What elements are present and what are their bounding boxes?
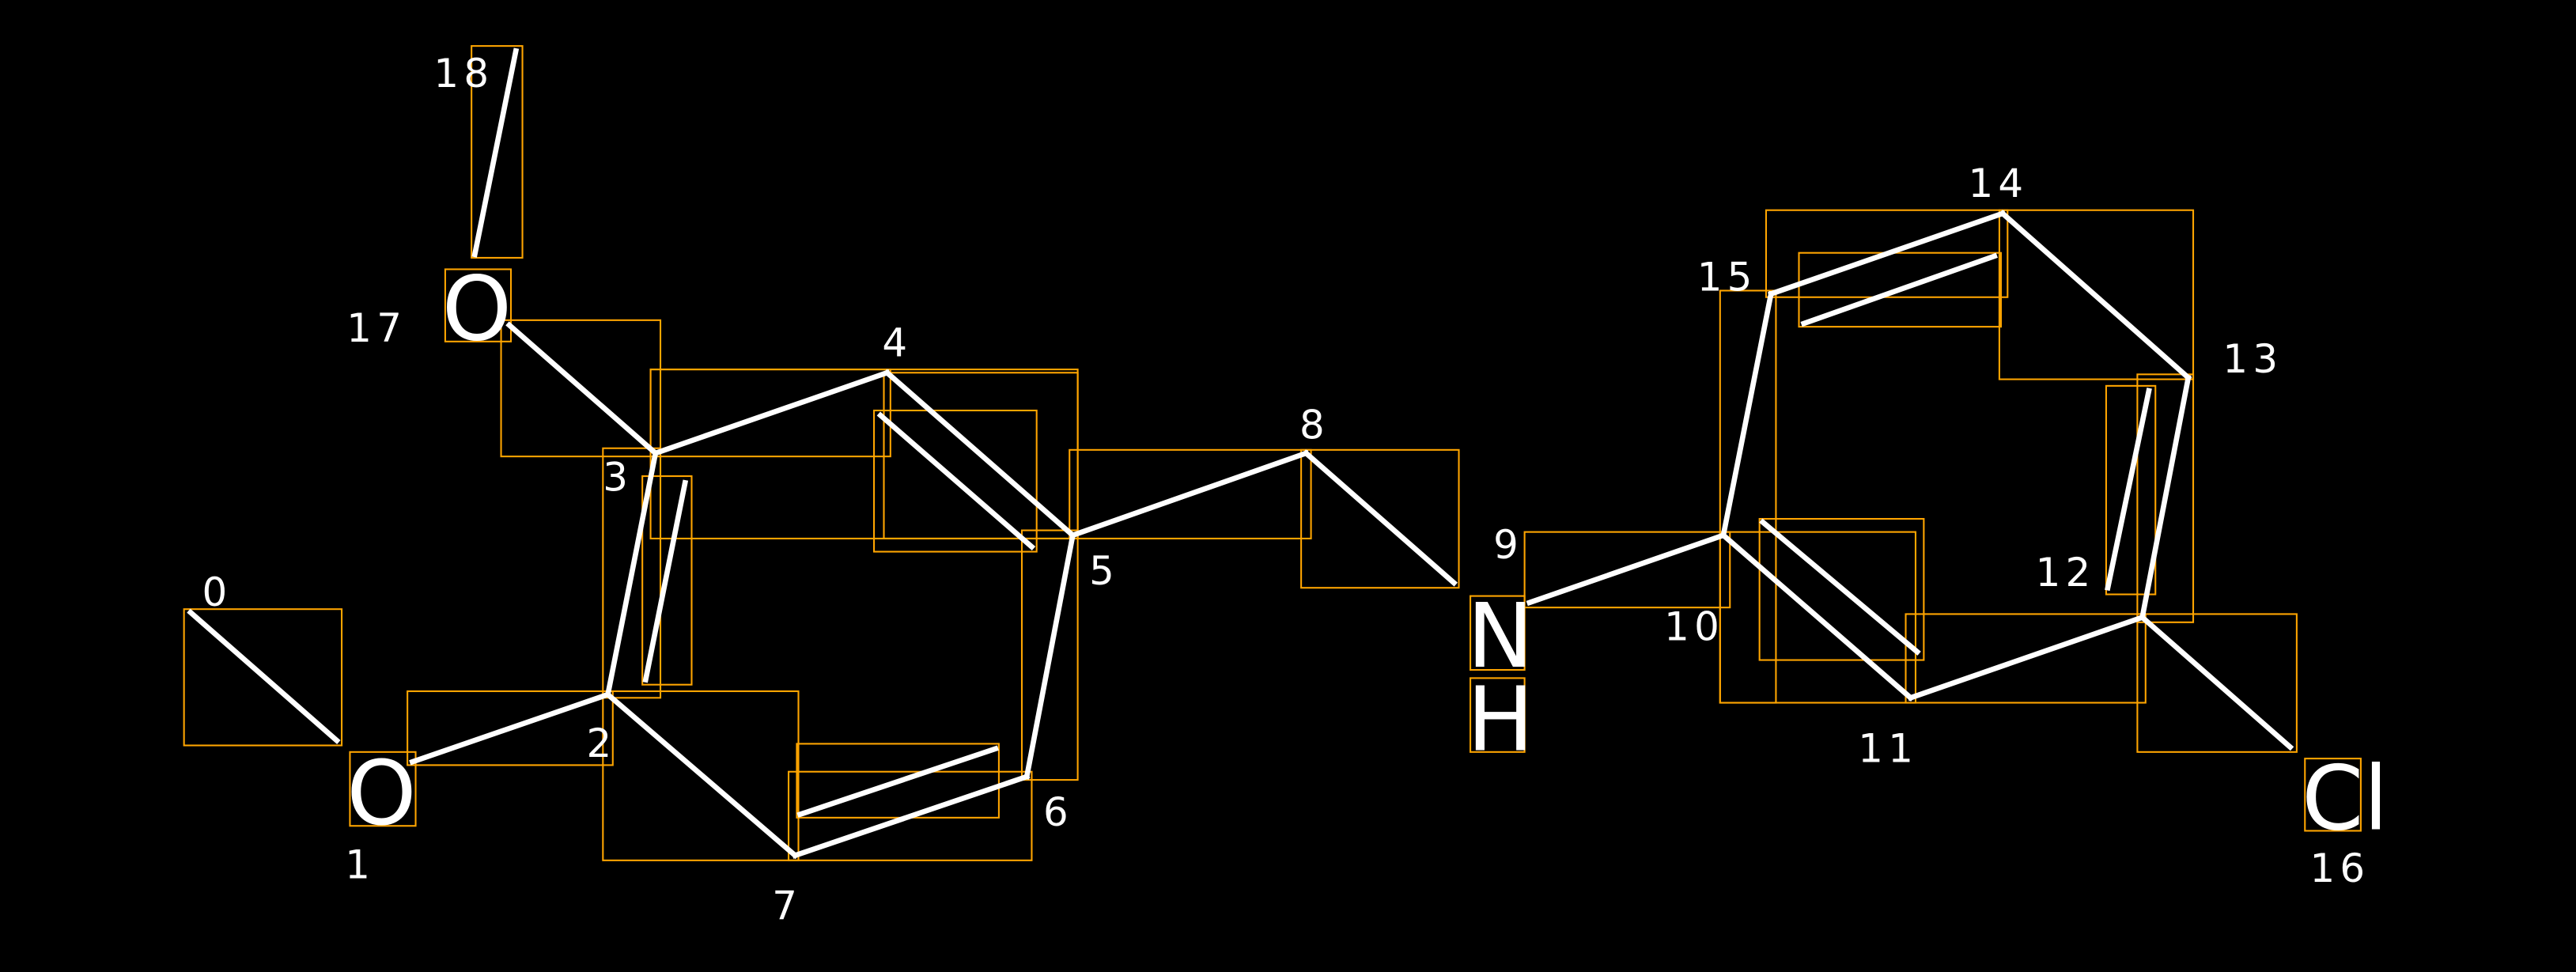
bond-3-17 (505, 321, 660, 457)
atom-N-9: N (1467, 585, 1534, 688)
bond-13-14 (1999, 210, 2192, 382)
bounding-boxes (183, 45, 2362, 861)
bond-17-18 (471, 47, 520, 258)
bond-5-8 (1069, 449, 1310, 539)
atom-indices: 0 1 2 3 4 5 6 7 8 9 10 11 12 13 14 15 16… (202, 51, 2370, 929)
bond-2-3 (604, 450, 659, 698)
index-13: 13 (2222, 336, 2283, 382)
atom-H-9: H (1467, 669, 1534, 772)
bond-0-1 (187, 608, 341, 744)
index-14: 14 (1968, 161, 2028, 206)
index-17: 17 (346, 305, 407, 351)
bond-10-11 (1719, 531, 1915, 702)
index-16: 16 (2309, 845, 2370, 891)
bond-2-3-inner (642, 479, 689, 683)
bond-12-13 (2139, 374, 2192, 621)
bond-10-11-inner (1759, 518, 1921, 656)
bond-4-5 (883, 369, 1077, 539)
index-2: 2 (587, 720, 612, 766)
index-5: 5 (1089, 548, 1114, 594)
atom-O-17: O (442, 259, 512, 361)
index-1: 1 (345, 842, 370, 888)
bond-3-4 (652, 369, 891, 457)
index-11: 11 (1858, 725, 1918, 771)
index-0: 0 (202, 569, 227, 615)
index-9: 9 (1493, 522, 1519, 568)
index-4: 4 (882, 320, 907, 366)
bond-9-10 (1526, 531, 1727, 607)
atom-O-1: O (346, 743, 416, 845)
index-12: 12 (2036, 550, 2096, 596)
bond-12-16 (2138, 613, 2294, 751)
bond-14-15 (1767, 210, 2007, 297)
bonds (187, 47, 2294, 860)
index-3: 3 (603, 455, 628, 501)
bond-14-15-inner (1800, 252, 1998, 327)
bond-11-12 (1907, 614, 2146, 702)
bond-12-13-inner (2105, 388, 2152, 592)
bond-15-10 (1720, 290, 1775, 539)
index-18: 18 (433, 51, 494, 96)
index-8: 8 (1299, 402, 1325, 448)
bond-6-7-inner (796, 745, 999, 818)
bond-7-2 (603, 690, 800, 860)
index-15: 15 (1697, 254, 1757, 300)
bond-5-6 (1023, 531, 1076, 780)
bond-8-9 (1302, 449, 1458, 587)
atom-labels: O O N H Cl (346, 259, 2388, 851)
bond-6-7 (792, 773, 1031, 859)
bond-4-5-inner (876, 411, 1036, 550)
atom-Cl-16: Cl (2302, 747, 2388, 850)
bond-1-2 (409, 690, 611, 766)
index-6: 6 (1043, 789, 1069, 835)
index-10: 10 (1664, 604, 1724, 650)
index-7: 7 (772, 883, 797, 929)
